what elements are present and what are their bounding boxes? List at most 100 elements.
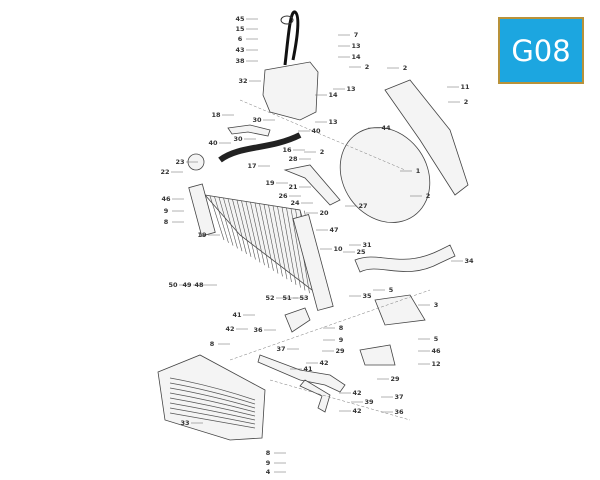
fin — [259, 203, 274, 271]
radiator-right-tank — [292, 214, 334, 311]
callout-22: 22 — [160, 168, 169, 176]
fin — [218, 197, 234, 246]
callout-14: 14 — [328, 91, 338, 99]
fin — [268, 205, 283, 277]
clip-bracket — [284, 307, 311, 333]
bracket — [374, 294, 426, 326]
callout-4: 4 — [266, 468, 271, 476]
fin — [277, 206, 292, 283]
callout-30: 30 — [233, 135, 243, 143]
callout-6: 6 — [238, 35, 243, 43]
oil-pipes — [257, 354, 346, 393]
callout-37: 37 — [394, 393, 403, 401]
callout-2: 2 — [403, 64, 408, 72]
callout-2: 2 — [426, 192, 431, 200]
callout-9: 9 — [164, 207, 169, 215]
callout-5: 5 — [434, 335, 439, 343]
callout-33: 33 — [180, 419, 189, 427]
callout-8: 8 — [210, 340, 215, 348]
fin — [214, 196, 229, 243]
callout-19: 19 — [265, 179, 275, 187]
callout-17: 17 — [247, 162, 256, 170]
callout-42: 42 — [319, 359, 328, 367]
fin — [223, 198, 238, 249]
callout-24: 24 — [290, 199, 300, 207]
callout-50: 50 — [168, 281, 178, 289]
callout-35: 35 — [362, 292, 372, 300]
fin — [169, 412, 256, 429]
callout-39: 39 — [364, 398, 374, 406]
callout-13: 13 — [351, 42, 360, 50]
callout-31: 31 — [362, 241, 372, 249]
callout-45: 45 — [235, 15, 245, 23]
oil-pipe-lower — [299, 379, 331, 413]
callout-9: 9 — [266, 459, 271, 467]
callout-40: 40 — [208, 139, 218, 147]
callout-1: 1 — [416, 167, 421, 175]
expansion-tank — [262, 61, 319, 121]
callout-36: 36 — [394, 408, 404, 416]
callout-8: 8 — [164, 218, 169, 226]
bleed-hose — [227, 124, 271, 137]
fin — [232, 199, 247, 255]
fin — [169, 407, 256, 425]
callout-3: 3 — [434, 301, 439, 309]
bracket-small — [359, 344, 396, 366]
fin — [169, 402, 256, 421]
fan-cover — [339, 127, 431, 223]
fin — [250, 202, 265, 266]
fin — [272, 205, 288, 280]
callout-2: 2 — [464, 98, 469, 106]
callout-41: 41 — [232, 311, 242, 319]
fin — [169, 382, 256, 405]
callout-18: 18 — [211, 111, 221, 119]
oil-cooler-fins — [169, 377, 256, 429]
callout-42: 42 — [352, 407, 361, 415]
callout-2: 2 — [365, 63, 370, 71]
section-badge: G08 — [498, 17, 584, 84]
callout-13: 13 — [346, 85, 355, 93]
callout-26: 26 — [278, 192, 288, 200]
section-code: G08 — [511, 33, 571, 68]
callout-9: 9 — [339, 336, 344, 344]
fin — [227, 198, 243, 252]
fin — [254, 202, 270, 269]
callout-7: 7 — [354, 31, 359, 39]
fin — [281, 207, 297, 285]
upper-hose — [218, 132, 302, 163]
callout-49: 49 — [182, 281, 192, 289]
callout-38: 38 — [235, 57, 245, 65]
callout-53: 53 — [299, 294, 308, 302]
fin — [286, 207, 301, 288]
callout-13: 13 — [328, 118, 337, 126]
callout-14: 14 — [351, 53, 361, 61]
callout-48: 48 — [194, 281, 204, 289]
callout-47: 47 — [329, 226, 338, 234]
callout-30: 30 — [252, 116, 262, 124]
callout-43: 43 — [235, 46, 244, 54]
callout-28: 28 — [288, 155, 298, 163]
callout-29: 29 — [335, 347, 345, 355]
tank-hose — [283, 10, 300, 66]
fin — [169, 397, 256, 417]
callout-34: 34 — [464, 257, 474, 265]
fan-frame — [384, 79, 469, 196]
fin — [169, 392, 256, 413]
callout-5: 5 — [389, 286, 394, 294]
callout-16: 16 — [282, 146, 292, 154]
fin — [241, 200, 256, 260]
callout-20: 20 — [319, 209, 329, 217]
fin — [169, 377, 256, 401]
radiator-fins — [209, 195, 319, 299]
fin — [263, 204, 279, 274]
callout-25: 25 — [356, 248, 366, 256]
callout-42: 42 — [352, 389, 361, 397]
callout-labels: 4515643383271314131413183030401640221124… — [160, 15, 474, 476]
lower-hose — [354, 244, 456, 273]
callout-10: 10 — [333, 245, 343, 253]
callout-15: 15 — [235, 25, 245, 33]
fin — [245, 201, 261, 263]
callout-21: 21 — [288, 183, 298, 191]
callout-37: 37 — [276, 345, 285, 353]
